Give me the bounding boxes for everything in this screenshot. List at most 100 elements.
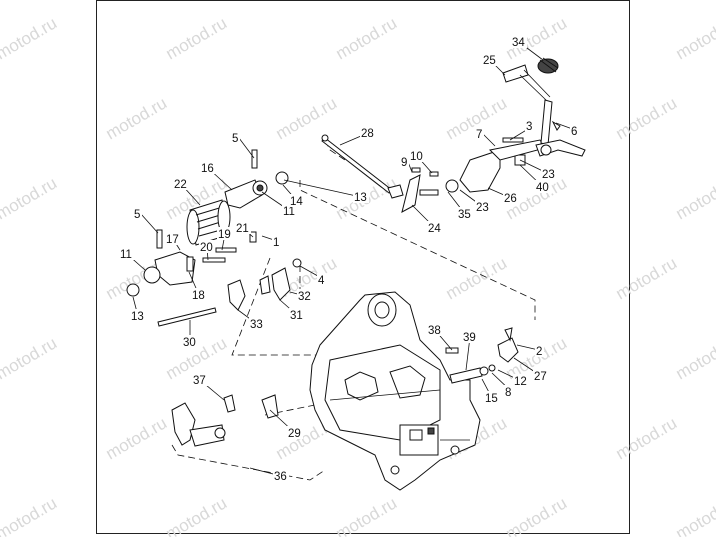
- label-background: [199, 240, 215, 253]
- part-label-16: 16: [201, 163, 214, 175]
- label-background: [535, 180, 551, 193]
- part-label-11: 11: [120, 249, 132, 261]
- watermark-text: motod.ru: [163, 13, 231, 63]
- watermark-text: motod.ru: [0, 13, 60, 63]
- leader-line-5: [238, 137, 255, 159]
- part-label-33: 33: [250, 319, 263, 331]
- part-label-19: 19: [218, 229, 231, 241]
- part-label-23: 23: [542, 169, 555, 181]
- label-background: [475, 200, 491, 213]
- label-background: [130, 309, 146, 322]
- label-background: [273, 469, 289, 482]
- label-background: [504, 385, 513, 398]
- label-background: [503, 191, 519, 204]
- label-background: [570, 124, 579, 137]
- part-label-6: 6: [571, 126, 577, 138]
- label-background: [192, 373, 208, 386]
- part-label-5: 5: [232, 133, 238, 145]
- label-background: [289, 194, 305, 207]
- watermark-text: motod.ru: [673, 333, 716, 383]
- label-background: [165, 232, 181, 245]
- shift-shaft-assembly: [126, 149, 302, 297]
- label-background: [249, 317, 265, 330]
- label-background: [482, 53, 498, 66]
- label-background: [525, 119, 534, 132]
- label-background: [353, 190, 369, 203]
- watermark-text: motod.ru: [333, 493, 401, 537]
- part-label-13: 13: [131, 311, 144, 323]
- part-label-38: 38: [428, 325, 441, 337]
- leader-line-5: [140, 213, 159, 234]
- label-background: [289, 308, 305, 321]
- watermark-text: motod.ru: [673, 13, 716, 63]
- part-label-20: 20: [200, 242, 213, 254]
- watermark-text: motod.ru: [613, 413, 681, 463]
- leader-line-13: [283, 179, 362, 198]
- label-background: [533, 369, 549, 382]
- watermark-text: motod.ru: [103, 93, 171, 143]
- part-label-17: 17: [166, 234, 179, 246]
- label-background: [133, 207, 142, 220]
- watermark-text: motod.ru: [103, 413, 171, 463]
- shift-pedal: [502, 57, 586, 157]
- part-label-2: 2: [536, 346, 542, 358]
- part-label-7: 7: [476, 129, 482, 141]
- part-label-23: 23: [476, 202, 489, 214]
- part-label-15: 15: [485, 393, 498, 405]
- transmission-housing: [309, 291, 481, 491]
- label-background: [191, 288, 207, 301]
- label-background: [272, 235, 281, 248]
- watermark-text: motod.ru: [0, 173, 60, 223]
- part-label-10: 10: [410, 151, 423, 163]
- watermark-text: motod.ru: [503, 493, 571, 537]
- guide-line: [171, 444, 326, 481]
- label-background: [317, 273, 326, 286]
- part-label-12: 12: [514, 376, 527, 388]
- label-background: [457, 207, 473, 220]
- watermark-text: motod.ru: [673, 173, 716, 223]
- part-label-35: 35: [458, 209, 471, 221]
- part-label-25: 25: [483, 55, 496, 67]
- watermark-text: motod.ru: [333, 13, 401, 63]
- guide-line: [231, 257, 330, 356]
- label-background: [409, 149, 425, 162]
- leader-line-7: [482, 133, 496, 147]
- label-background: [235, 221, 251, 234]
- label-background: [513, 374, 529, 387]
- watermark-text: motod.ru: [613, 93, 681, 143]
- shift-cam-plate: [171, 394, 279, 447]
- part-label-39: 39: [463, 332, 476, 344]
- part-label-14: 14: [290, 196, 303, 208]
- neutral-switch-assembly: [445, 327, 519, 384]
- label-background: [462, 330, 478, 343]
- part-label-36: 36: [274, 471, 287, 483]
- part-label-24: 24: [428, 223, 441, 235]
- label-background: [484, 391, 500, 404]
- watermark-text: motod.ru: [273, 93, 341, 143]
- label-background: [297, 289, 313, 302]
- watermark-text: motod.ru: [0, 493, 60, 537]
- label-background: [511, 35, 527, 48]
- label-background: [360, 126, 376, 139]
- part-label-11: 11: [283, 206, 295, 218]
- part-label-3: 3: [526, 121, 532, 133]
- part-label-37: 37: [193, 375, 206, 387]
- part-label-21: 21: [236, 223, 249, 235]
- part-label-27: 27: [534, 371, 547, 383]
- label-background: [231, 131, 240, 144]
- label-background: [427, 221, 443, 234]
- watermark-text: motod.ru: [443, 253, 511, 303]
- part-label-40: 40: [536, 182, 549, 194]
- part-label-4: 4: [318, 275, 325, 287]
- label-background: [200, 161, 216, 174]
- watermark-text: motod.ru: [163, 493, 231, 537]
- watermark-text: motod.ru: [0, 333, 60, 383]
- part-label-1: 1: [273, 237, 279, 249]
- part-label-26: 26: [504, 193, 517, 205]
- part-label-8: 8: [505, 387, 511, 399]
- label-background: [119, 247, 135, 260]
- shift-forks: [227, 267, 291, 311]
- shifter-rod: [321, 134, 404, 199]
